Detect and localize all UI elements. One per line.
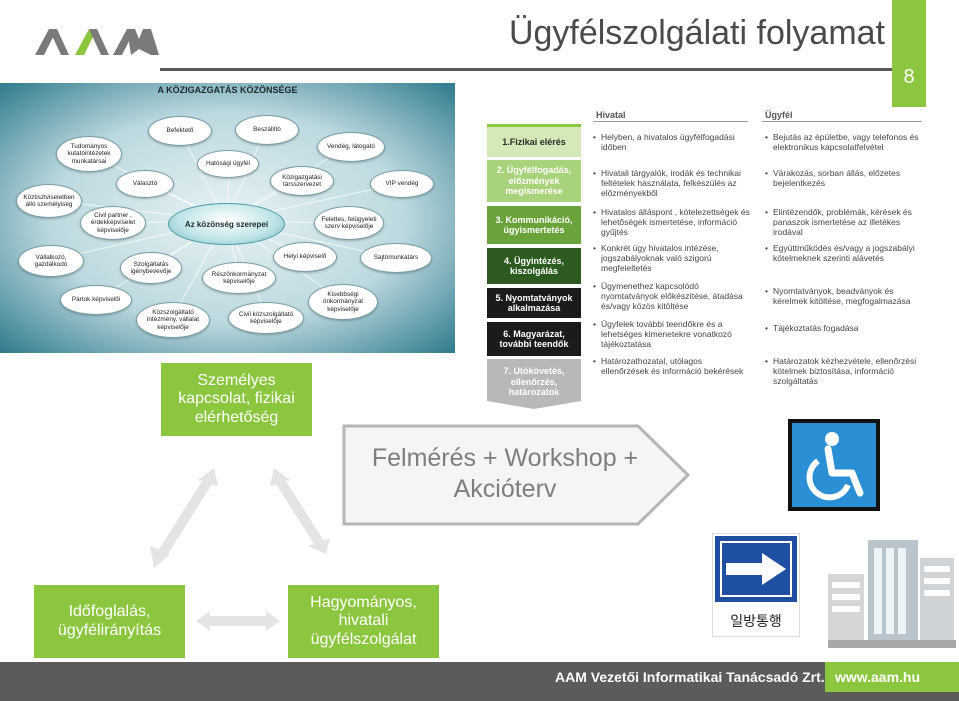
process-step: 3. Kommunikáció, ügyismertetés	[487, 206, 581, 244]
process-step: 7. Utókövetés, ellenőrzés, határozatok	[503, 366, 565, 398]
ugyfel-item-text: Nyomtatványok, beadványok és kérelmek ki…	[773, 286, 911, 307]
diagram-node: Helyi képviselő	[273, 242, 337, 272]
hivatal-item: •Ügyfelek további teendőkre és a lehetsé…	[593, 319, 732, 350]
process-step: 6. Magyarázat, további teendők	[487, 322, 581, 356]
footer-url-bar	[825, 662, 959, 692]
cycle-arrows	[140, 436, 340, 636]
action-arrow-text: Felmérés + Workshop + Akcióterv	[371, 444, 639, 504]
diagram-center-node: Az közönség szerepei	[168, 203, 285, 245]
ugyfel-item-text: Bejutás az épületbe, vagy telefonos és e…	[773, 132, 919, 153]
diagram-node: Civil partner , érdekképviselet képvisel…	[80, 206, 146, 240]
cycle-box-right: Hagyományos, hivatali ügyfélszolgálat	[288, 585, 439, 658]
diagram-node: Részönkormányzat képviselője	[202, 262, 276, 294]
hivatal-item: •Konkrét ügy hivatalos intézése, jogszab…	[593, 243, 719, 274]
ugyfel-item: •Nyomtatványok, beadványok és kérelmek k…	[765, 286, 911, 307]
column-divider	[762, 121, 922, 122]
ugyfel-item-text: Elintézendők, problémák, kérések és pana…	[773, 207, 912, 238]
process-step: 4. Ügyintézés, kiszolgálás	[487, 248, 581, 284]
ugyfel-item: •Várakozás, sorban állás, előzetes bejel…	[765, 168, 901, 189]
diagram-node: Közigazgatási társszervezet	[270, 166, 334, 196]
action-arrow-shape	[342, 424, 692, 526]
logo	[35, 25, 160, 57]
hivatal-item-text: Ügymenethez kapcsolódó nyomtatványok elő…	[601, 281, 743, 312]
diagram-node: Kisebbségi önkormányzat képviselője	[308, 284, 378, 320]
ugyfel-item: •Együttműködés és/vagy a jogszabályi köt…	[765, 243, 915, 264]
diagram-node: Köztisztviseletben álló személyiség	[16, 184, 82, 218]
building-icon	[828, 534, 956, 652]
diagram-node: Civil közszolgáltató képviselője	[228, 302, 304, 334]
footer-company: AAM Vezetői Informatikai Tanácsadó Zrt.	[555, 669, 825, 685]
column-divider	[593, 121, 748, 122]
diagram-node: Választó	[116, 170, 174, 198]
hivatal-item: •Hivatali tárgyalók, irodák és technikai…	[593, 168, 741, 199]
diagram-node: Beszállító	[235, 115, 299, 145]
hivatal-item-text: Konkrét ügy hivatalos intézése, jogszabá…	[601, 243, 719, 274]
hivatal-item-text: Hivatalos álláspont , kötelezettségek és…	[601, 207, 750, 238]
process-step: 5. Nyomtatványok alkalmazása	[487, 288, 581, 318]
ugyfel-item: •Elintézendők, problémák, kérések és pan…	[765, 207, 912, 238]
hivatal-item-text: Határozathozatal, utólagos ellenőrzések …	[601, 356, 744, 377]
process-step-chevron	[487, 359, 581, 409]
diagram-node: VIP vendég	[370, 170, 434, 198]
hivatal-item: •Hivatalos álláspont , kötelezettségek é…	[593, 207, 750, 238]
ugyfel-item: •Bejutás az épületbe, vagy telefonos és …	[765, 132, 919, 153]
page-number: 8	[903, 66, 915, 88]
diagram-node: Sajtómunkatárs	[360, 243, 432, 273]
title-divider	[160, 68, 892, 71]
hivatal-item-text: Ügyfelek további teendőkre és a lehetség…	[601, 319, 732, 350]
diagram-node: Vállalkozó, gazdálkodó	[18, 245, 84, 277]
hivatal-item-text: Helyben, a hivatalos ügyfélfogadási időb…	[601, 132, 735, 153]
column-header-hivatal: Hivatal	[596, 110, 626, 120]
diagram-node: Szolgáltatás igénybevevője	[120, 252, 182, 284]
hivatal-item: •Ügymenethez kapcsolódó nyomtatványok el…	[593, 281, 743, 312]
diagram-title: A KÖZIGAZGATÁS KÖZÖNSÉGE	[157, 85, 298, 95]
ugyfel-item: •Határozatok kézhezvétele, ellenőrzési k…	[765, 356, 917, 387]
ugyfel-item-text: Várakozás, sorban állás, előzetes bejele…	[773, 168, 901, 189]
process-step: 1.Fizikai elérés	[487, 124, 581, 157]
hivatal-item-text: Hivatali tárgyalók, irodák és technikai …	[601, 168, 741, 199]
one-way-sign-text: 일방통행	[730, 613, 782, 629]
page-number-bar	[892, 0, 926, 107]
wheelchair-icon	[788, 419, 880, 511]
footer-url[interactable]: www.aam.hu	[834, 669, 921, 685]
diagram-node: Befektető	[148, 116, 212, 146]
page-title: Ügyfélszolgálati folyamat	[508, 14, 885, 52]
diagram-node: Vendég, látogató	[317, 132, 385, 162]
diagram-node: Tudományos kutatóintézetek munkatársai	[56, 136, 122, 172]
column-header-ugyfel: Ügyfél	[765, 110, 793, 120]
one-way-sign-icon	[711, 532, 801, 638]
hivatal-item: •Határozathozatal, utólagos ellenőrzések…	[593, 356, 744, 377]
diagram-node: Hatósági ügyfél	[197, 150, 259, 178]
hivatal-item: •Helyben, a hivatalos ügyfélfogadási idő…	[593, 132, 735, 153]
diagram-node: Közszolgáltató intézmény, vállalat képvi…	[136, 302, 210, 338]
cycle-box-left: Időfoglalás, ügyfélirányítás	[34, 585, 185, 658]
ugyfel-item-text: Együttműködés és/vagy a jogszabályi köte…	[773, 243, 915, 264]
ugyfel-item-text: Tájékoztatás fogadása	[773, 323, 859, 333]
ugyfel-item-text: Határozatok kézhezvétele, ellenőrzési kö…	[773, 356, 917, 387]
diagram-node: Felettes, felügyeleti szerv képviselője	[314, 206, 384, 240]
ugyfel-item: •Tájékoztatás fogadása	[765, 323, 859, 333]
footer-bar	[0, 662, 959, 701]
cycle-box-top: Személyes kapcsolat, fizikai elérhetőség	[161, 363, 312, 436]
diagram-node: Pártok képviselői	[60, 285, 132, 315]
process-step: 2. Ügyfélfogadás, előzmények megismerése	[487, 160, 581, 202]
